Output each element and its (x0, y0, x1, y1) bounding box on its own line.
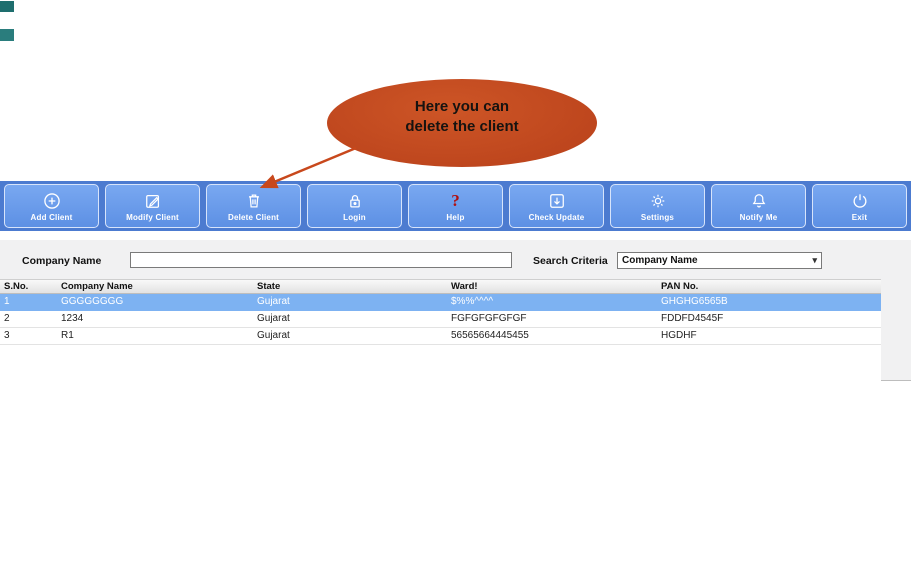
cell-company: GGGGGGGG (57, 293, 253, 311)
cell-pan: GHGHG6565B (657, 293, 881, 311)
cell-sno: 2 (0, 310, 57, 328)
company-name-label: Company Name (22, 255, 102, 267)
table-row[interactable]: 2 1234 Gujarat FGFGFGFGFGF FDDFD4545F (0, 310, 881, 328)
cell-ward: FGFGFGFGFGF (447, 310, 657, 328)
check-update-button[interactable]: Check Update (509, 184, 604, 228)
clients-table: S.No. Company Name State Ward! PAN No. 1… (0, 279, 881, 381)
button-label: Check Update (528, 213, 585, 222)
help-button[interactable]: ? Help (408, 184, 503, 228)
table-row[interactable]: 1 GGGGGGGG Gujarat $%%^^^^ GHGHG6565B (0, 293, 881, 311)
cell-company: 1234 (57, 310, 253, 328)
window-deco-square-1 (0, 1, 14, 12)
button-label: Exit (851, 213, 868, 222)
delete-client-button[interactable]: Delete Client (206, 184, 301, 228)
cell-sno: 1 (0, 293, 57, 311)
trash-icon (244, 190, 264, 212)
cell-company: R1 (57, 327, 253, 345)
login-button[interactable]: Login (307, 184, 402, 228)
bell-icon (749, 190, 769, 212)
chevron-down-icon: ▾ (812, 255, 817, 265)
add-circle-icon (42, 190, 62, 212)
col-header-sno: S.No. (0, 280, 57, 294)
cell-state: Gujarat (253, 327, 447, 345)
button-label: Help (446, 213, 465, 222)
cell-state: Gujarat (253, 310, 447, 328)
cell-sno: 3 (0, 327, 57, 345)
col-header-company: Company Name (57, 280, 253, 294)
add-client-button[interactable]: Add Client (4, 184, 99, 228)
question-icon: ? (451, 191, 460, 210)
button-label: Login (343, 213, 366, 222)
search-and-table-panel: Company Name Search Criteria Company Nam… (0, 240, 911, 381)
callout-line2: delete the client (405, 118, 519, 135)
button-label: Settings (640, 213, 675, 222)
cell-state: Gujarat (253, 293, 447, 311)
col-header-pan: PAN No. (657, 280, 881, 294)
button-label: Delete Client (227, 213, 280, 222)
table-header-row: S.No. Company Name State Ward! PAN No. (0, 280, 881, 294)
modify-client-button[interactable]: Modify Client (105, 184, 200, 228)
dropdown-selected-value: Company Name (622, 255, 698, 266)
button-label: Notify Me (739, 213, 778, 222)
settings-button[interactable]: Settings (610, 184, 705, 228)
callout-line1: Here you can (414, 98, 510, 115)
toolbar: Add Client Modify Client Delete Client (0, 181, 911, 231)
button-label: Modify Client (126, 213, 179, 222)
notify-me-button[interactable]: Notify Me (711, 184, 806, 228)
gear-icon (648, 190, 668, 212)
exit-button[interactable]: Exit (812, 184, 907, 228)
cell-ward: 56565664445455 (447, 327, 657, 345)
window-deco-square-2 (0, 29, 14, 41)
edit-icon (143, 190, 163, 212)
lock-icon (345, 190, 365, 212)
col-header-state: State (253, 280, 447, 294)
search-criteria-label: Search Criteria (533, 255, 608, 267)
power-icon (850, 190, 870, 212)
table-row[interactable]: 3 R1 Gujarat 56565664445455 HGDHF (0, 327, 881, 345)
cell-pan: FDDFD4545F (657, 310, 881, 328)
callout-bubble: Here you can delete the client (327, 79, 597, 167)
cell-pan: HGDHF (657, 327, 881, 345)
col-header-ward: Ward! (447, 280, 657, 294)
cell-ward: $%%^^^^ (447, 293, 657, 311)
button-label: Add Client (30, 213, 73, 222)
download-icon (547, 190, 567, 212)
search-criteria-dropdown[interactable]: Company Name ▾ (617, 252, 822, 269)
company-name-input[interactable] (130, 252, 512, 268)
